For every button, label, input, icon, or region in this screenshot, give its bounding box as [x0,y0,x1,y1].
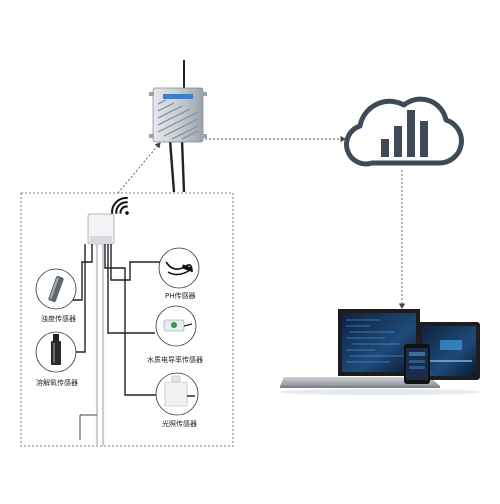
phone-icon [404,344,430,384]
turbidity-sensor-icon [35,268,77,310]
conductivity-sensor-icon [155,305,197,347]
transmitter-unit [87,213,115,245]
gateway-device-icon [149,60,207,193]
tablet-icon [418,322,480,380]
laptop-icon [280,309,440,388]
light-sensor-icon [155,372,199,416]
turbidity-sensor-label: 浊度传感器 [41,315,76,323]
conductivity-sensor-label: 水质电导率传感器 [147,356,203,364]
sensor-cables [65,244,160,396]
wifi-icon [111,197,129,215]
light-sensor-label: 光照传感器 [162,420,197,428]
mounting-pole [79,244,105,446]
link-sensors-gateway [117,142,161,194]
ph-sensor-label: PH传感器 [165,292,196,300]
cloud-chart-icon [344,96,464,167]
sensor-group-frame [20,192,234,447]
ph-sensor-icon [158,247,200,289]
dissolved-oxygen-sensor-icon [35,331,77,373]
dissolved-oxygen-sensor-label: 溶解氧传感器 [36,379,78,387]
